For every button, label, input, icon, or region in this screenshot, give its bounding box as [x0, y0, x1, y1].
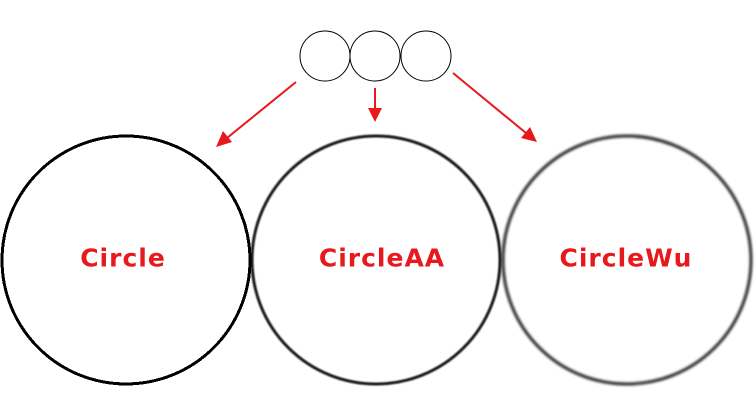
small-circle-3: [400, 30, 452, 82]
arrow-to-circle-aa: [368, 88, 382, 122]
circle-wu-shape: [501, 134, 753, 386]
small-circle-2: [349, 30, 401, 82]
arrows: [216, 72, 537, 147]
large-circles: [0, 134, 753, 386]
circle-aa-label: CircleAA: [318, 243, 446, 273]
arrow-to-circle: [216, 81, 297, 147]
circle-aa-shape: [250, 134, 502, 386]
small-circle-1: [299, 30, 351, 82]
arrow-to-circle-wu: [452, 72, 537, 142]
circle-aliased-shape: [0, 134, 252, 386]
circle-label: Circle: [80, 243, 166, 273]
circle-wu-label: CircleWu: [559, 243, 693, 273]
source-circles: [299, 30, 452, 82]
